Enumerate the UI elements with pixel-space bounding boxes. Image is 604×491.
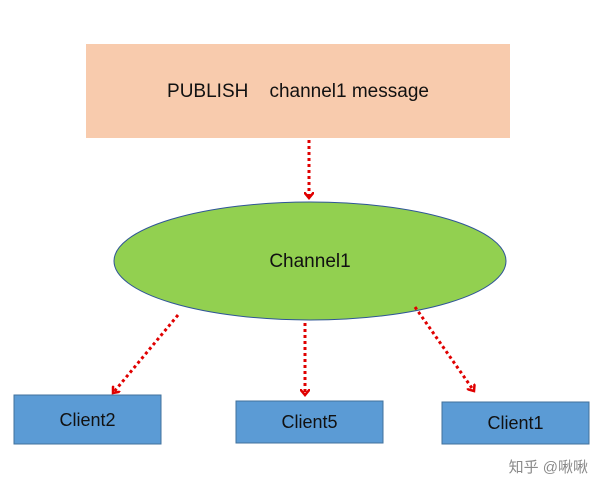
publish-box (86, 44, 510, 138)
watermark: 知乎 @啾啾 (508, 459, 588, 476)
channel-label: Channel1 (269, 250, 351, 272)
client5-box (235, 400, 384, 444)
arrow-channel-to-client2 (113, 314, 180, 393)
client2-label: Client2 (59, 409, 116, 430)
publish-command-text: PUBLISH channel1 message (167, 80, 429, 102)
arrow-channel-to-client1 (413, 306, 474, 391)
client1-box (441, 401, 590, 445)
client5-label: Client5 (281, 412, 338, 432)
channel-ellipse (113, 201, 507, 321)
client1-label: Client1 (487, 413, 544, 433)
client2-box (13, 394, 162, 445)
